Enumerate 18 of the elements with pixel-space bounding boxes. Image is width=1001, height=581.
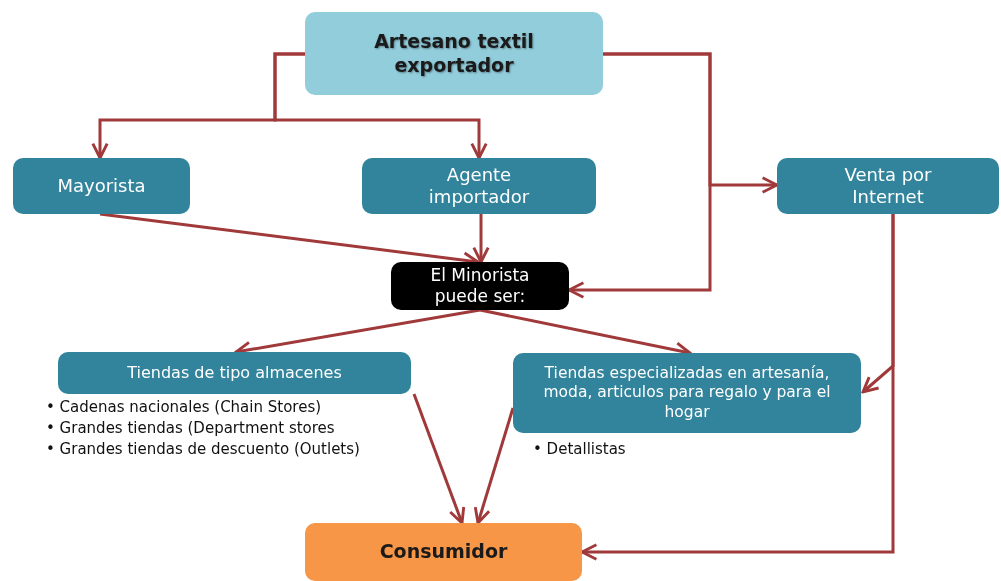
process-box: Agente importador: [362, 158, 596, 214]
arrow: [472, 214, 490, 264]
bullet-item: • Grandes tiendas (Department stores: [46, 419, 336, 437]
process-box: Tiendas de tipo almacenes: [58, 352, 411, 394]
bullet-item: • Detallistas: [533, 440, 627, 458]
arrow: [567, 52, 712, 299]
arrow: [473, 407, 515, 525]
arrow: [580, 214, 895, 561]
arrow: [412, 393, 466, 525]
process-box: Artesano textil exportador: [305, 12, 603, 95]
arrow: [273, 52, 488, 160]
bullet-item: • Cadenas nacionales (Chain Stores): [46, 398, 323, 416]
process-box: Tiendas especializadas en artesanía, moda, articulos para regalo y para el hogar: [513, 353, 861, 433]
process-box: El Minorista puede ser:: [391, 262, 569, 310]
process-box: Consumidor: [305, 523, 582, 581]
bullet-item: • Grandes tiendas de descuento (Outlets): [46, 440, 361, 458]
process-box: Mayorista: [13, 158, 190, 214]
process-box: Venta por Internet: [777, 158, 999, 214]
